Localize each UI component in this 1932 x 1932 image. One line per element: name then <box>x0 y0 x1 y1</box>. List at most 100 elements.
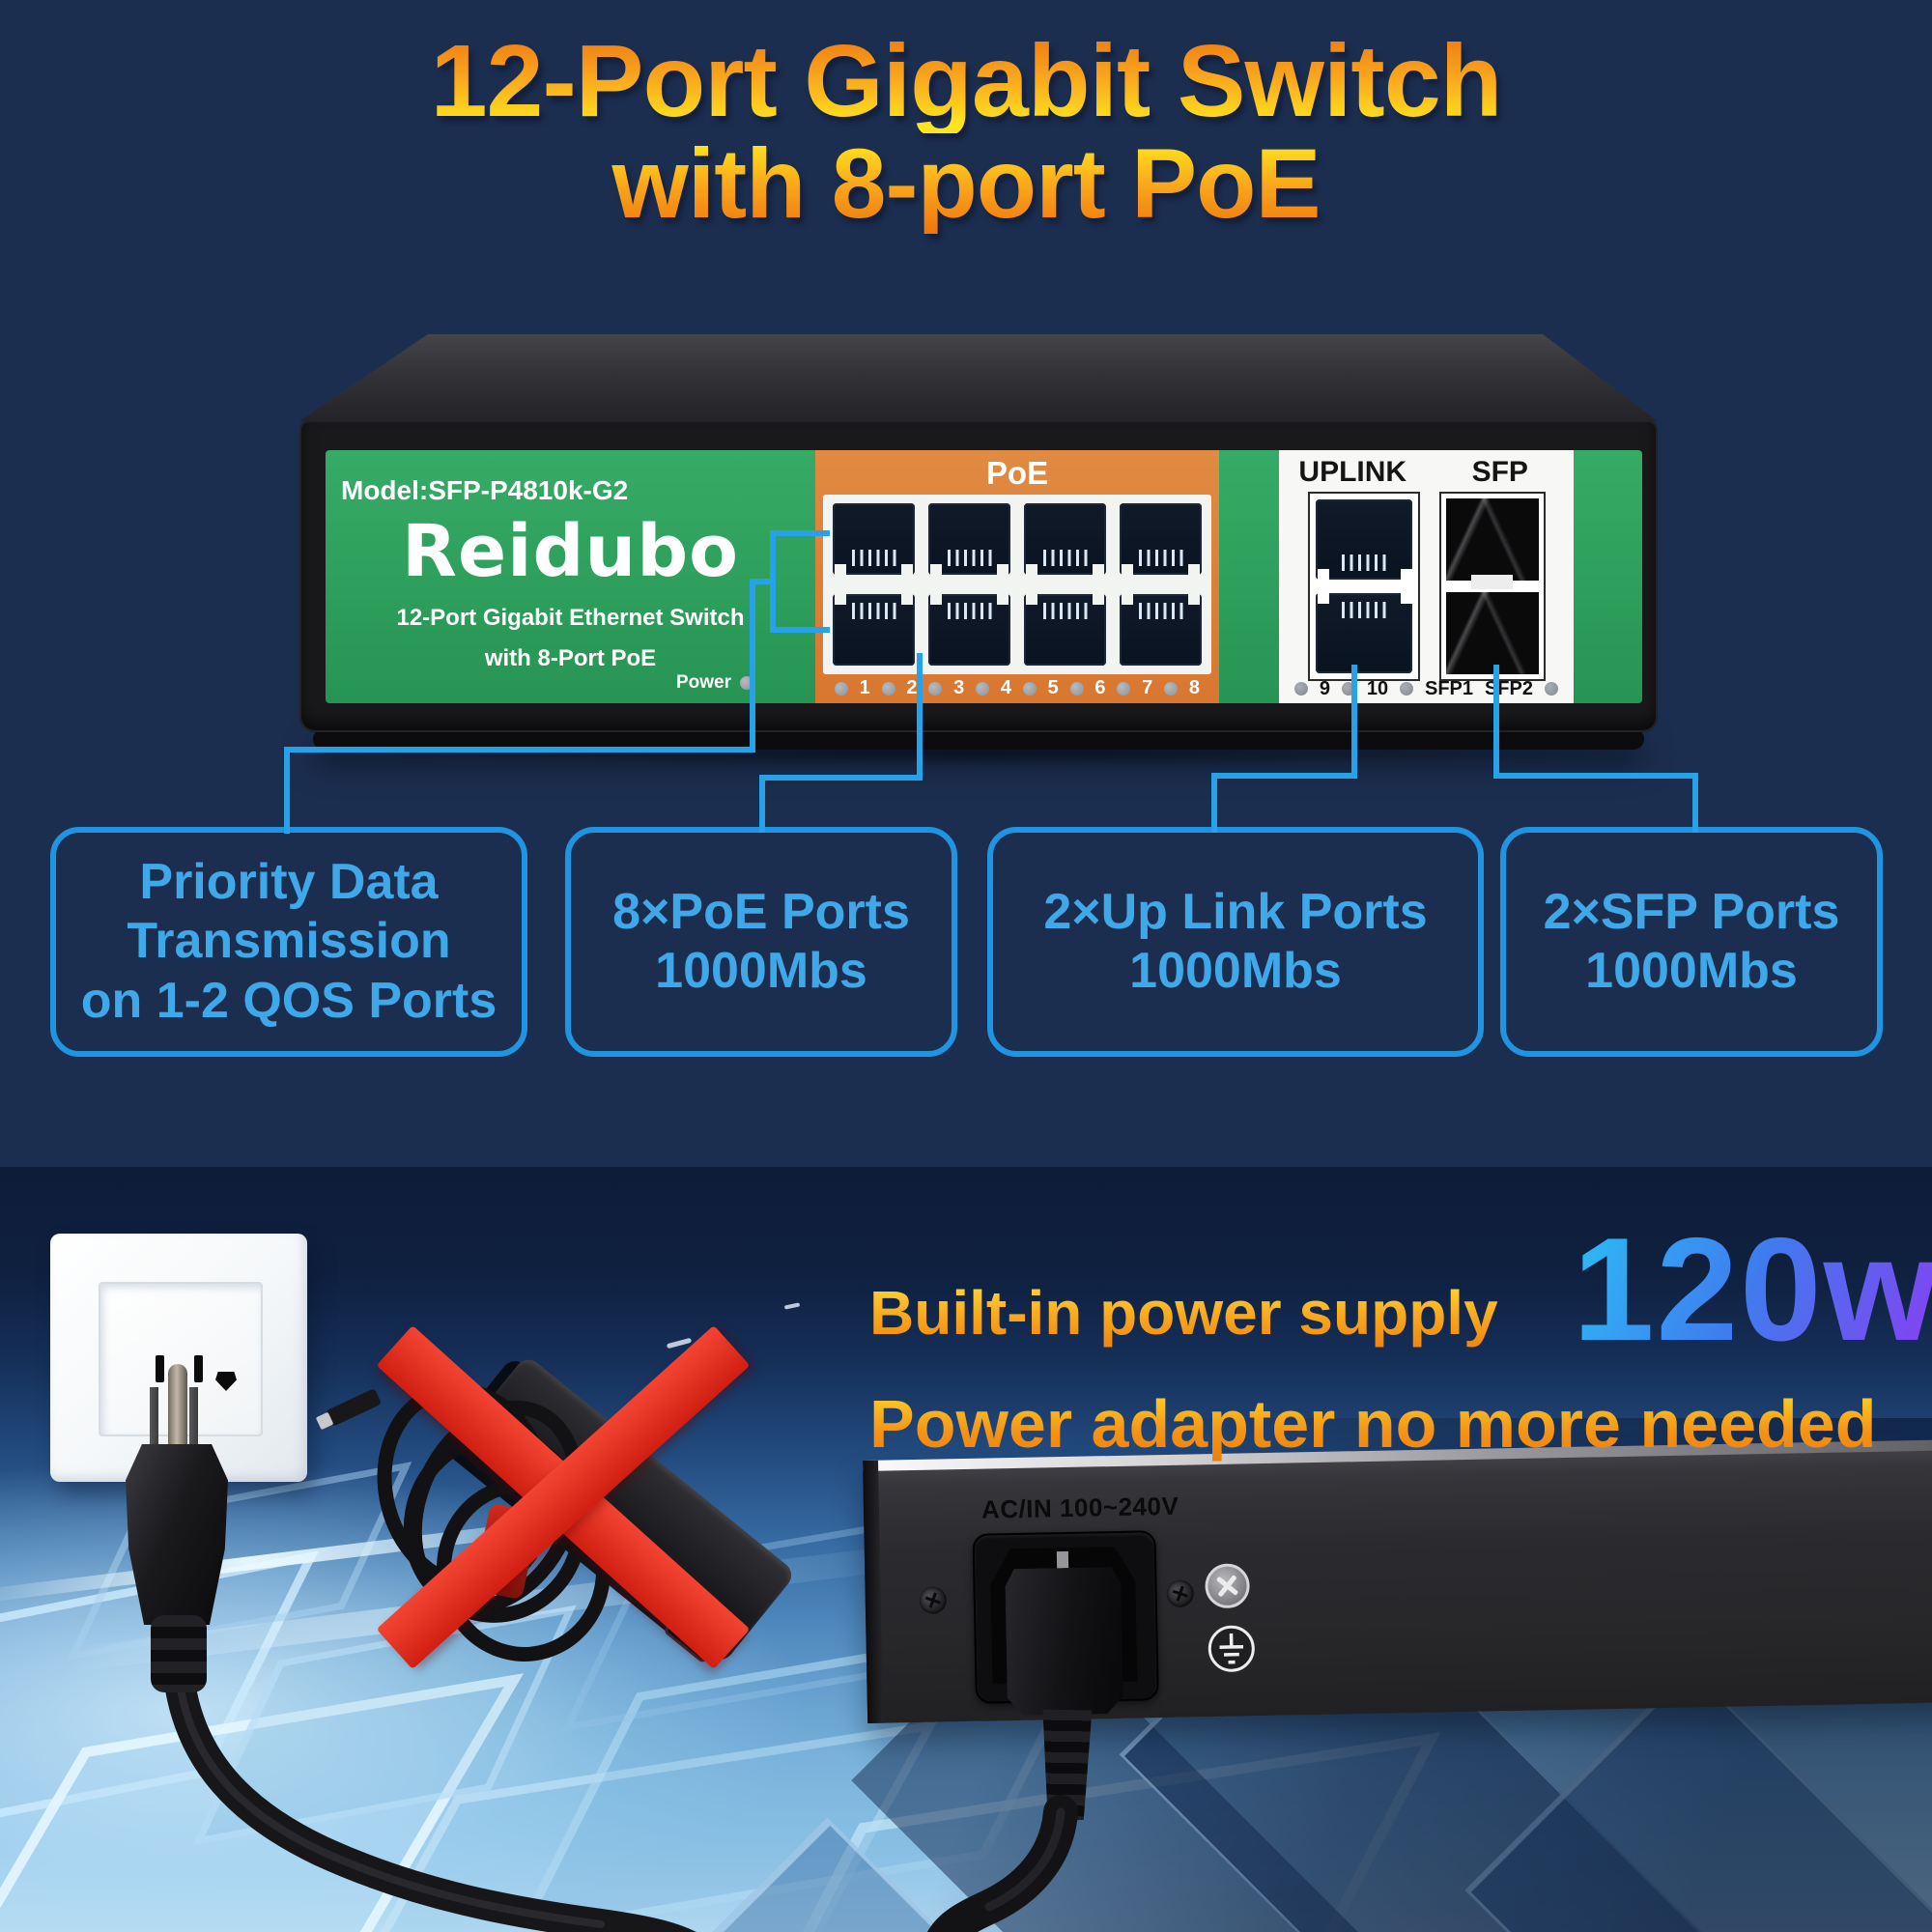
device-description-1: 12-Port Gigabit Ethernet Switch <box>396 605 745 631</box>
network-switch: Model:SFP-P4810k-G2 Reidubo 12-Port Giga… <box>299 332 1658 753</box>
connector-sfp <box>1493 665 1499 779</box>
callout-sfp-ports: 2×SFP Ports 1000Mbs <box>1500 827 1883 1057</box>
connector-qos <box>770 530 830 536</box>
callout-line: 2×SFP Ports <box>1543 883 1840 940</box>
connector-sfp <box>1493 773 1698 779</box>
connector-uplink <box>1211 773 1217 833</box>
connector-sfp <box>1692 773 1698 833</box>
switch-top-face <box>299 334 1658 421</box>
port-led-icon <box>976 681 990 696</box>
connector-poe <box>917 653 923 781</box>
port-led-icon <box>1293 682 1308 696</box>
green-divider <box>1219 450 1279 703</box>
connector-qos <box>770 530 776 633</box>
port-led-label: 1 <box>859 677 870 698</box>
uplink-section-label: UPLINK <box>1298 456 1407 488</box>
port-led-icon <box>834 681 848 696</box>
poe-port-panel <box>823 495 1211 674</box>
wattage-value: 120w <box>1573 1206 1932 1375</box>
port-led-label: 6 <box>1094 677 1106 698</box>
power-headline: Built-in power supply <box>869 1278 1498 1348</box>
connector-qos <box>750 579 755 753</box>
callout-poe-ports: 8×PoE Ports 1000Mbs <box>565 827 957 1057</box>
title-line-2: with 8-port PoE <box>0 133 1932 234</box>
outlet-inner-plate <box>99 1282 263 1436</box>
connector-qos <box>770 627 830 633</box>
poe-led-strip: 1 2 3 4 5 6 7 8 <box>815 673 1219 703</box>
port-led-icon <box>1544 682 1558 696</box>
port-led-label: 2 <box>906 677 918 698</box>
outlet-slot <box>194 1355 203 1382</box>
port-led-label: 4 <box>1000 677 1011 698</box>
rj45-port-2 <box>833 594 915 666</box>
rj45-port-9 <box>1315 499 1412 580</box>
power-led-group: Power <box>676 672 753 694</box>
callout-line: 1000Mbs <box>1585 943 1798 999</box>
uplink-led-label: 10 <box>1366 677 1389 699</box>
rj45-port-5 <box>1024 503 1106 575</box>
prohibited-x-icon <box>376 1324 751 1670</box>
uplink-sfp-led-strip: 9 10 SFP1 SFP2 <box>1279 674 1574 703</box>
rear-plug-cord <box>927 1795 1078 1932</box>
rj45-port-4 <box>928 594 1010 666</box>
connector-uplink <box>1351 665 1357 779</box>
connector-poe <box>759 775 765 833</box>
power-led-label: Power <box>675 672 731 693</box>
rj45-port-8 <box>1120 594 1202 666</box>
callout-line: 1000Mbs <box>655 943 867 999</box>
sfp-port-frame <box>1438 492 1546 681</box>
connector-poe <box>759 775 923 781</box>
switch-front-panel: Model:SFP-P4810k-G2 Reidubo 12-Port Giga… <box>326 450 1642 703</box>
switch-rear-panel: AC/IN 100~240V <box>863 1438 1932 1723</box>
uplink-port-frame <box>1307 492 1420 681</box>
rj45-port-6 <box>1024 594 1106 666</box>
power-supply-scene: Built-in power supply 120w Power adapter… <box>0 1167 1932 1932</box>
port-led-icon <box>1117 681 1131 696</box>
label-section: Model:SFP-P4810k-G2 Reidubo 12-Port Giga… <box>326 450 815 703</box>
power-plug-neck <box>151 1615 207 1692</box>
device-description-2: with 8-Port PoE <box>484 645 657 671</box>
page-title: 12-Port Gigabit Switch with 8-port PoE <box>0 29 1932 234</box>
power-subheadline: Power adapter no more needed <box>869 1386 1877 1462</box>
outlet-slot <box>156 1355 164 1382</box>
callout-line: on 1-2 QOS Ports <box>80 972 497 1029</box>
model-number: Model:SFP-P4810k-G2 <box>341 475 629 505</box>
sfp-cage-2 <box>1445 592 1539 674</box>
callout-line: 2×Up Link Ports <box>1043 883 1428 940</box>
sfp-cage-1 <box>1445 498 1539 589</box>
wall-plug-cord <box>164 1667 696 1932</box>
port-led-label: 8 <box>1188 677 1200 698</box>
port-led-icon <box>881 681 895 696</box>
connector-qos <box>284 747 755 753</box>
sfp-section-label: SFP <box>1471 456 1528 488</box>
connector-uplink <box>1211 773 1357 779</box>
sfp-led-label: SFP2 <box>1484 677 1533 699</box>
port-led-icon <box>1400 682 1414 696</box>
switch-front-face: Model:SFP-P4810k-G2 Reidubo 12-Port Giga… <box>299 420 1658 732</box>
port-led-icon <box>1069 681 1084 696</box>
poe-section-label: PoE <box>985 455 1049 491</box>
rj45-port-10 <box>1315 593 1412 673</box>
callout-line: 1000Mbs <box>1129 943 1342 999</box>
switch-base <box>313 728 1644 750</box>
rj45-port-1 <box>833 503 915 575</box>
uplink-sfp-section: UPLINK SFP 9 <box>1279 450 1574 703</box>
port-led-label: 7 <box>1142 677 1153 698</box>
sfp-led-label: SFP1 <box>1425 677 1474 699</box>
callout-line: Transmission <box>127 913 451 970</box>
callout-line: 8×PoE Ports <box>612 883 910 940</box>
port-led-label: 5 <box>1047 677 1059 698</box>
port-led-icon <box>928 681 943 696</box>
green-end-strip <box>1574 450 1642 703</box>
rj45-port-3 <box>928 503 1010 575</box>
brand-logo: Reidubo <box>402 510 739 593</box>
callout-qos: Priority Data Transmission on 1-2 QOS Po… <box>50 827 527 1057</box>
port-led-icon <box>1164 681 1179 696</box>
port-led-icon <box>1022 681 1037 696</box>
uplink-led-label: 9 <box>1319 677 1330 699</box>
title-line-1: 12-Port Gigabit Switch <box>0 29 1932 133</box>
callout-line: Priority Data <box>139 853 439 910</box>
connector-qos <box>284 747 290 834</box>
power-plug-body <box>126 1444 228 1625</box>
